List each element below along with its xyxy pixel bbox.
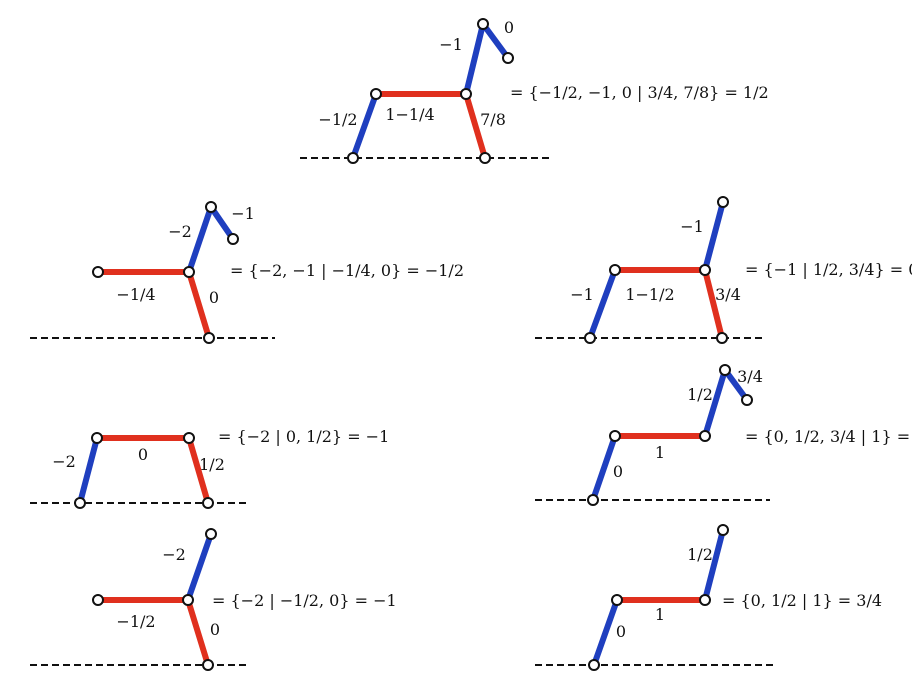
edge-label: 1 (655, 605, 665, 624)
diagram-right-3: 0 1 1/2 = {0, 1/2 | 1} = 3/4 (535, 524, 882, 671)
vertex-node (182, 594, 194, 606)
edge-label: 3/4 (737, 367, 763, 386)
blue-edge (702, 367, 728, 439)
red-edge (702, 267, 725, 341)
vertex-node (477, 18, 489, 30)
edge-label: −1 (231, 204, 255, 223)
vertex-node (92, 594, 104, 606)
red-edge (186, 269, 212, 341)
equation-text: = {−1 | 1/2, 3/4} = 0 (745, 260, 912, 279)
vertex-node (479, 152, 491, 164)
equation-text: = {−1/2, −1, 0 | 3/4, 7/8} = 1/2 (510, 83, 769, 102)
vertex-node (202, 497, 214, 509)
vertex-node (502, 52, 514, 64)
vertex-node (370, 88, 382, 100)
vertex-node (717, 196, 729, 208)
vertex-node (584, 332, 596, 344)
equation-text: = {0, 1/2 | 1} = 3/4 (722, 591, 882, 610)
blue-edge (185, 531, 214, 603)
vertex-node (227, 233, 239, 245)
vertex-node (699, 264, 711, 276)
vertex-node (460, 88, 472, 100)
edge-label: 0 (616, 622, 626, 641)
vertex-node (741, 394, 753, 406)
vertex-node (205, 528, 217, 540)
vertex-node (588, 659, 600, 671)
blue-edge (702, 199, 726, 273)
vertex-node (699, 594, 711, 606)
vertex-node (347, 152, 359, 164)
red-edge (185, 597, 211, 668)
diagram-left-3: −1/2 0 −2 = {−2 | −1/2, 0} = −1 (30, 528, 397, 671)
edge-label: −1/4 (116, 285, 155, 304)
vertex-node (587, 494, 599, 506)
edge-label: 1/2 (199, 455, 225, 474)
edge-label: 0 (138, 445, 148, 464)
red-edge (463, 91, 488, 161)
blue-edge (722, 367, 750, 403)
diagram-left-2: −2 0 1/2 = {−2 | 0, 1/2} = −1 (30, 427, 389, 509)
edge-label: 1−1/2 (625, 285, 674, 304)
edge-label: 0 (504, 18, 514, 37)
red-edge (186, 435, 211, 506)
edge-label: −1/2 (318, 110, 357, 129)
edge-label: −1 (439, 35, 463, 54)
blue-edge (350, 91, 379, 161)
vertex-node (609, 430, 621, 442)
vertex-node (92, 266, 104, 278)
blue-edge (590, 433, 618, 503)
blue-edge (463, 21, 486, 97)
edge-label: −2 (162, 545, 186, 564)
vertex-node (183, 266, 195, 278)
edge-label: 0 (209, 288, 219, 307)
edge-label: −1 (680, 217, 704, 236)
equation-text: = {0, 1/2, 3/4 | 1} = 7/8 (745, 427, 912, 446)
edge-label: 3/4 (715, 285, 741, 304)
equation-text: = {−2 | −1/2, 0} = −1 (212, 591, 397, 610)
edge-label: −1 (570, 285, 594, 304)
blue-edge (587, 267, 618, 341)
blue-edge (208, 204, 236, 242)
vertex-node (202, 659, 214, 671)
edge-label: 1−1/4 (385, 105, 434, 124)
vertex-node (611, 594, 623, 606)
vertex-node (203, 332, 215, 344)
vertex-node (74, 497, 86, 509)
vertex-node (183, 432, 195, 444)
edge-label: 1 (655, 443, 665, 462)
blue-edge (186, 204, 214, 275)
blue-edge (702, 527, 726, 603)
edge-label: 7/8 (480, 110, 506, 129)
edge-label: −2 (52, 452, 76, 471)
vertex-node (91, 432, 103, 444)
diagram-right-2: 0 1 1/2 3/4 = {0, 1/2, 3/4 | 1} = 7/8 (535, 364, 912, 506)
diagram-top: −1/2 1−1/4 7/8 −1 0 = {−1/2, −1, 0 | 3/4, 7/8… (300, 18, 769, 164)
blue-edge (480, 21, 511, 61)
vertex-node (719, 364, 731, 376)
edge-label: −2 (168, 222, 192, 241)
vertex-node (699, 430, 711, 442)
equation-text: = {−2 | 0, 1/2} = −1 (218, 427, 389, 446)
vertex-node (609, 264, 621, 276)
vertex-node (205, 201, 217, 213)
blue-edge (591, 597, 620, 668)
edge-label: 0 (210, 620, 220, 639)
edge-label: 0 (613, 462, 623, 481)
edge-label: 1/2 (687, 545, 713, 564)
vertex-node (717, 524, 729, 536)
vertex-node (716, 332, 728, 344)
diagram-left-1: −1/4 0 −2 −1 = {−2, −1 | −1/4, 0} = −1/2 (30, 201, 464, 344)
edge-label: −1/2 (116, 612, 155, 631)
diagram-right-1: −1 1−1/2 3/4 −1 = {−1 | 1/2, 3/4} = 0 (535, 196, 912, 344)
blue-edge (77, 435, 100, 506)
equation-text: = {−2, −1 | −1/4, 0} = −1/2 (230, 261, 464, 280)
edge-label: 1/2 (687, 385, 713, 404)
